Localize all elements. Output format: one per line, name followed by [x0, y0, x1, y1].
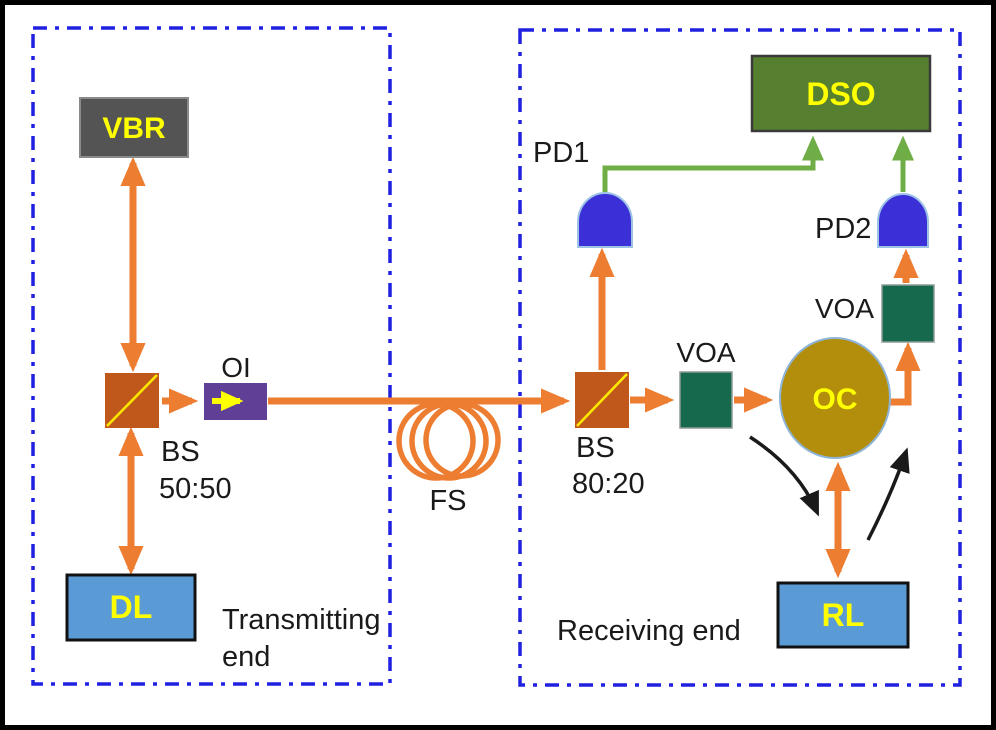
- dl-label: DL: [110, 589, 153, 625]
- oi-label: OI: [221, 352, 251, 383]
- pd1-label: PD1: [533, 137, 589, 169]
- dl-box: [65, 573, 197, 642]
- voa1-box: [679, 371, 733, 429]
- oc-label: OC: [813, 383, 858, 416]
- rl-label: RL: [822, 597, 865, 633]
- pd2-label: PD2: [815, 213, 871, 245]
- circulation-arrow-left-icon: [749, 435, 819, 517]
- bs-5050-label: BS: [161, 436, 200, 468]
- bs-5050-ratio-label: 50:50: [159, 473, 232, 505]
- oc-circulator: [779, 337, 891, 459]
- bs-8020-ratio-label: 80:20: [572, 468, 645, 500]
- pd1-dso-connector: [602, 135, 824, 196]
- vbr-label: VBR: [102, 112, 166, 145]
- pd1-detector: [577, 192, 633, 248]
- fiber-spool-icon: [396, 401, 501, 481]
- dso-label: DSO: [806, 76, 875, 112]
- voa2-label: VOA: [815, 293, 874, 324]
- fs-label: FS: [429, 485, 466, 517]
- transmitting-end-label-line1: Transmitting: [222, 604, 380, 636]
- dso-box: [750, 54, 932, 133]
- transmitting-region-box: [31, 26, 392, 686]
- pd2-detector: [877, 193, 929, 248]
- rl-box: [776, 581, 910, 649]
- arrow-oc-voa2: [889, 341, 921, 406]
- receiving-end-label: Receiving end: [557, 615, 741, 647]
- optical-isolator-box: [204, 383, 267, 420]
- voa2-box: [881, 284, 935, 343]
- voa1-label: VOA: [676, 337, 735, 368]
- bs-8020-splitter: [575, 372, 629, 428]
- circulation-arrow-right-icon: [866, 447, 910, 541]
- receiving-region-box: [518, 28, 962, 687]
- vbr-box: [79, 97, 189, 158]
- bs-8020-label: BS: [576, 432, 615, 464]
- bs-5050-splitter: [105, 373, 159, 428]
- transmitting-end-label-line2: end: [222, 641, 270, 673]
